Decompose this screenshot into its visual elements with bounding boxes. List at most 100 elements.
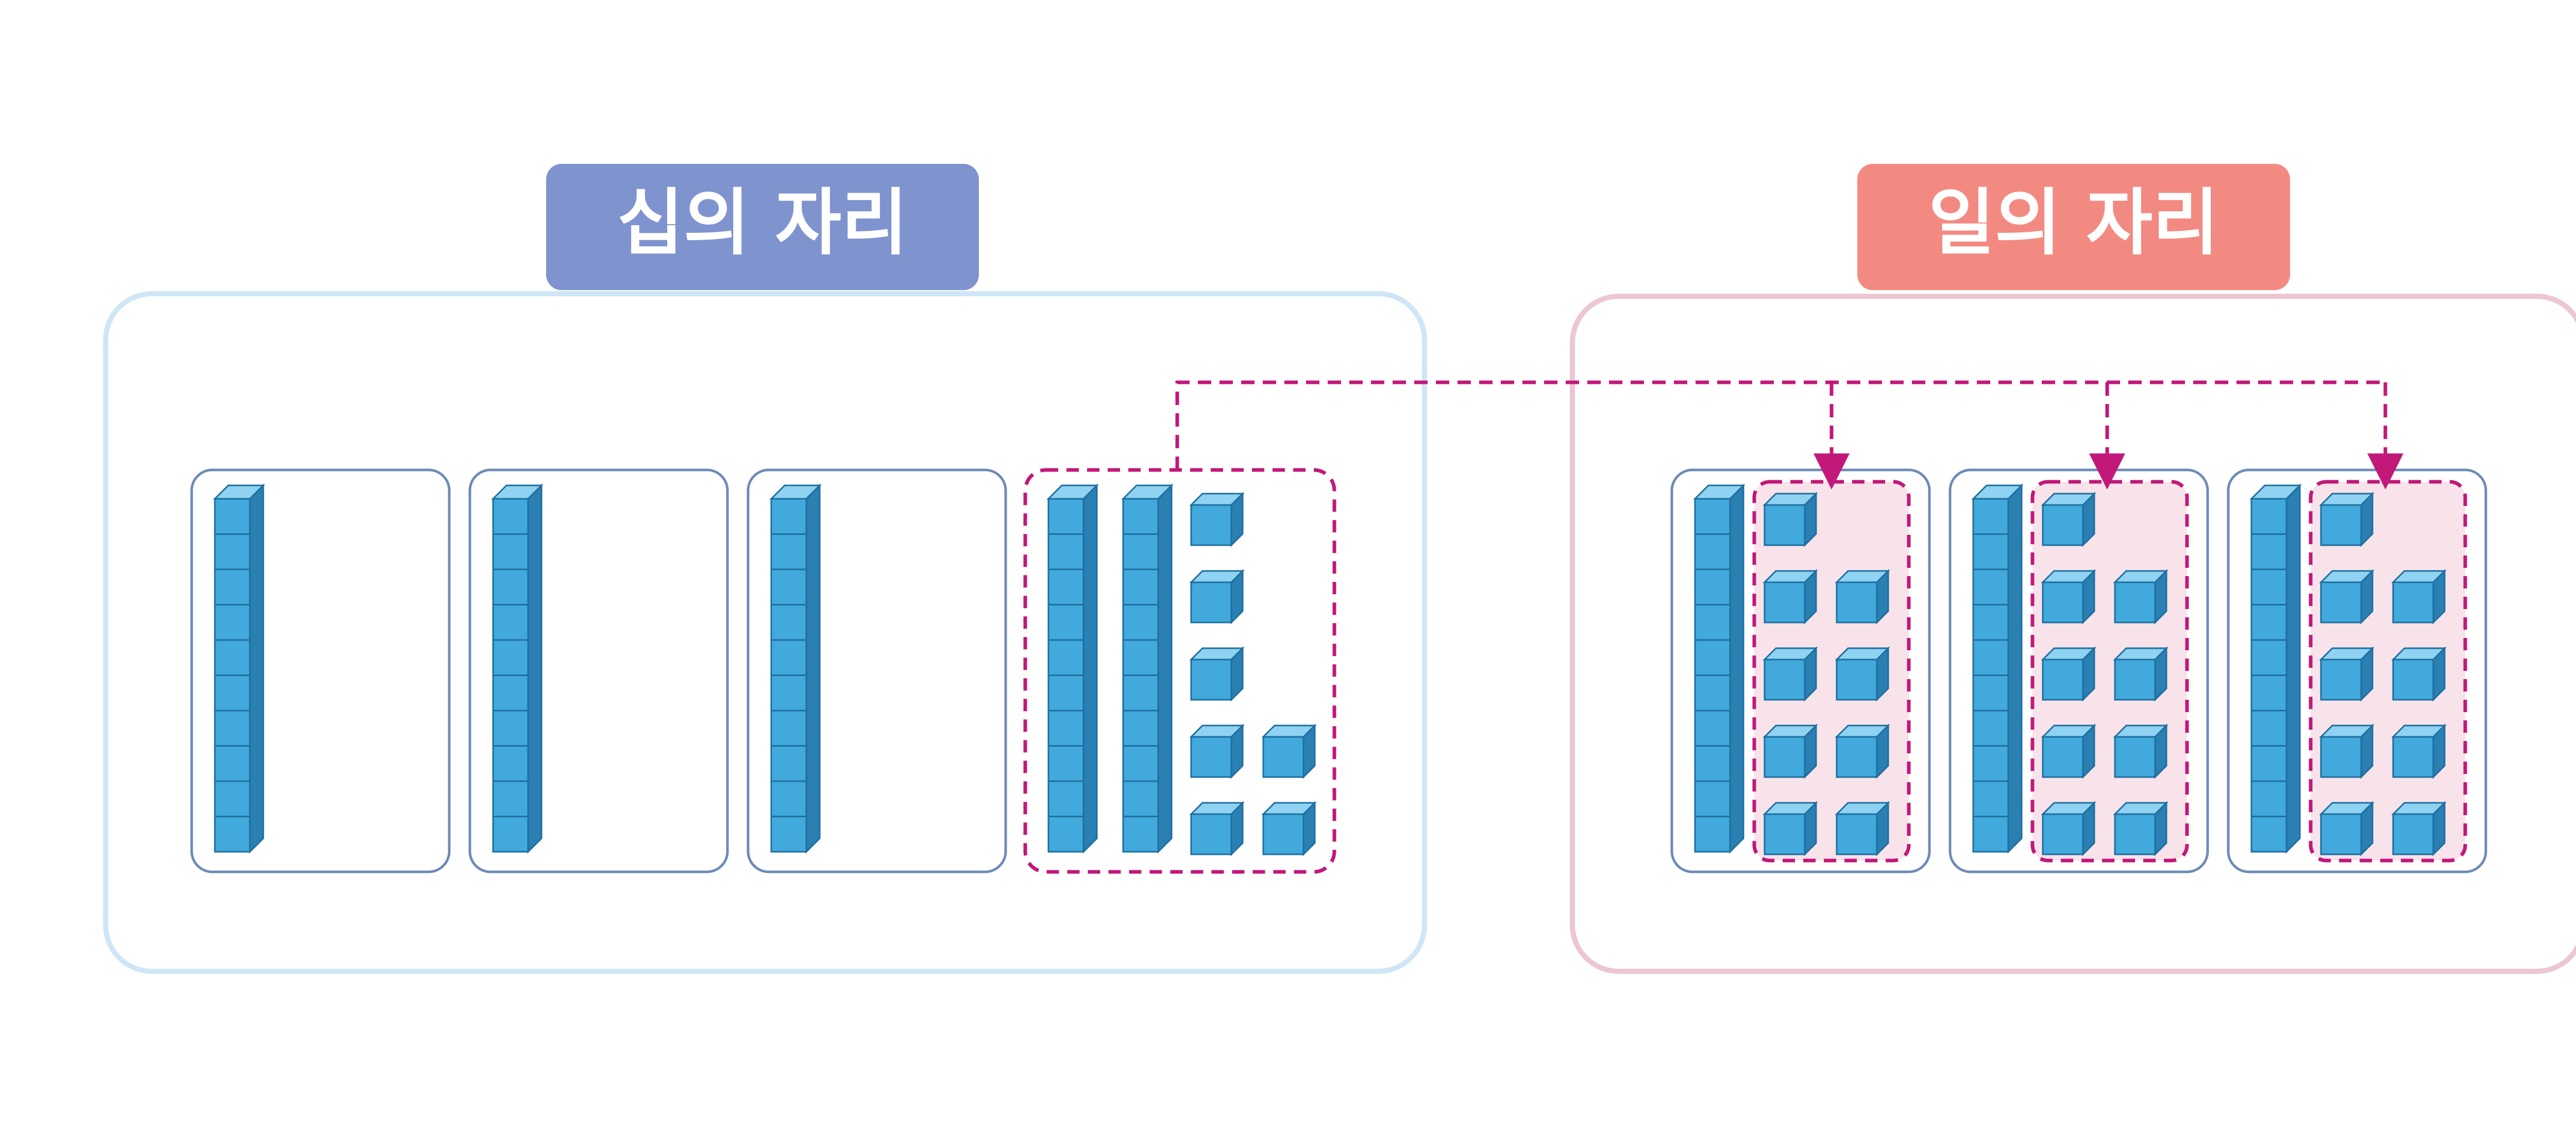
unit-cube (2041, 801, 2096, 856)
tens-rod-side (2285, 483, 2301, 854)
tens-rod-side (527, 483, 543, 854)
unit-cube (1261, 801, 1317, 856)
unit-cube-front (1764, 659, 1806, 701)
unit-cube-front (2392, 581, 2434, 623)
unit-cube (1762, 492, 1818, 547)
unit-cube-front (1764, 736, 1806, 778)
unit-cube (1762, 801, 1818, 856)
unit-cube (1189, 569, 1245, 625)
unit-cube (2041, 492, 2096, 547)
unit-cube (1189, 492, 1245, 547)
tens-place-panel: 십의 자리 (103, 164, 1427, 974)
tens-rod-side (2007, 483, 2023, 854)
unit-cube (2113, 646, 2168, 702)
unit-cube-front (2042, 736, 2084, 778)
unit-cube-front (2320, 659, 2362, 701)
unit-cube-front (2114, 581, 2156, 623)
unit-cube (2113, 569, 2168, 625)
ones-place-group (1948, 468, 2209, 873)
tens-rod-side (1157, 483, 1173, 854)
tens-place-group (190, 468, 451, 873)
ones-place-label: 일의 자리 (1928, 181, 2219, 265)
unit-cube (2041, 569, 2096, 625)
unit-cube (1762, 646, 1818, 702)
unit-cube-front (1190, 736, 1232, 778)
ones-place-group (1670, 468, 1931, 873)
unit-cube-front (2114, 813, 2156, 855)
unit-cube (1835, 569, 1890, 625)
unit-cube-front (1836, 736, 1878, 778)
unit-cube-front (1190, 581, 1232, 623)
unit-cube-front (2042, 659, 2084, 701)
unit-cube-front (2042, 813, 2084, 855)
unit-cube-front (2042, 581, 2084, 623)
unit-cube-front (1262, 813, 1304, 855)
unit-cube-front (1764, 813, 1806, 855)
tens-place-group (468, 468, 729, 873)
tens-rod-side (1729, 483, 1744, 854)
unit-cube (1189, 801, 1245, 856)
unit-cube (1835, 646, 1890, 702)
ones-place-group (2227, 468, 2487, 873)
unit-cube (2391, 646, 2447, 702)
tens-rod-side (249, 483, 264, 854)
unit-cube (2319, 492, 2375, 547)
ones-place-label-box (1857, 164, 2290, 290)
unit-cube (1762, 569, 1818, 625)
unit-cube (1835, 801, 1890, 856)
regroup-arrows (1175, 380, 2403, 490)
unit-cube (2319, 569, 2375, 625)
unit-cube-front (2320, 581, 2362, 623)
unit-cube (2319, 723, 2375, 779)
tens-place-label-box (546, 164, 979, 290)
unit-cube (2319, 646, 2375, 702)
tens-rod (491, 483, 544, 854)
unit-cube-front (1836, 813, 1878, 855)
tens-rod (769, 483, 822, 854)
unit-cube-front (1190, 813, 1232, 855)
unit-cube-front (1836, 581, 1878, 623)
unit-cube-front (2114, 736, 2156, 778)
ones-place-panel: 일의 자리 (1570, 164, 2576, 974)
unit-cube-front (2392, 659, 2434, 701)
tens-rod (1121, 483, 1174, 854)
unit-cube-front (2114, 659, 2156, 701)
unit-cube (2319, 801, 2375, 856)
unit-cube (1189, 646, 1245, 702)
unit-cube (2041, 646, 2096, 702)
tens-rod (2249, 483, 2302, 854)
unit-cube (2113, 801, 2168, 856)
unit-cube-front (2392, 813, 2434, 855)
tens-rod-side (1082, 483, 1098, 854)
regroup-arrow-trunk (1175, 380, 2385, 470)
unit-cube (2041, 723, 2096, 779)
unit-cube (1189, 723, 1245, 779)
unit-cube (1762, 723, 1818, 779)
unit-cube-front (1190, 659, 1232, 701)
unit-cube (2391, 801, 2447, 856)
unit-cube-front (1262, 736, 1304, 778)
tens-place-group (747, 468, 1007, 873)
unit-cube (2113, 723, 2168, 779)
tens-rod (213, 483, 265, 854)
tens-rod (1046, 483, 1099, 854)
unit-cube (1261, 723, 1317, 779)
tens-rod-side (805, 483, 821, 854)
unit-cube-front (2320, 736, 2362, 778)
tens-place-groups (190, 468, 1336, 874)
tens-place-label: 십의 자리 (617, 181, 908, 265)
tens-rod (1693, 483, 1745, 854)
regroup-highlight-box (1023, 468, 1336, 874)
unit-cube-front (1764, 581, 1806, 623)
unit-cube (2391, 723, 2447, 779)
unit-cube-front (1764, 504, 1806, 546)
unit-cube-front (1190, 504, 1232, 546)
unit-cube-front (2392, 736, 2434, 778)
unit-cube (1835, 723, 1890, 779)
ones-place-groups (1670, 468, 2487, 873)
unit-cube (2391, 569, 2447, 625)
unit-cube-front (1836, 659, 1878, 701)
unit-cube-front (2042, 504, 2084, 546)
unit-cube-front (2320, 813, 2362, 855)
